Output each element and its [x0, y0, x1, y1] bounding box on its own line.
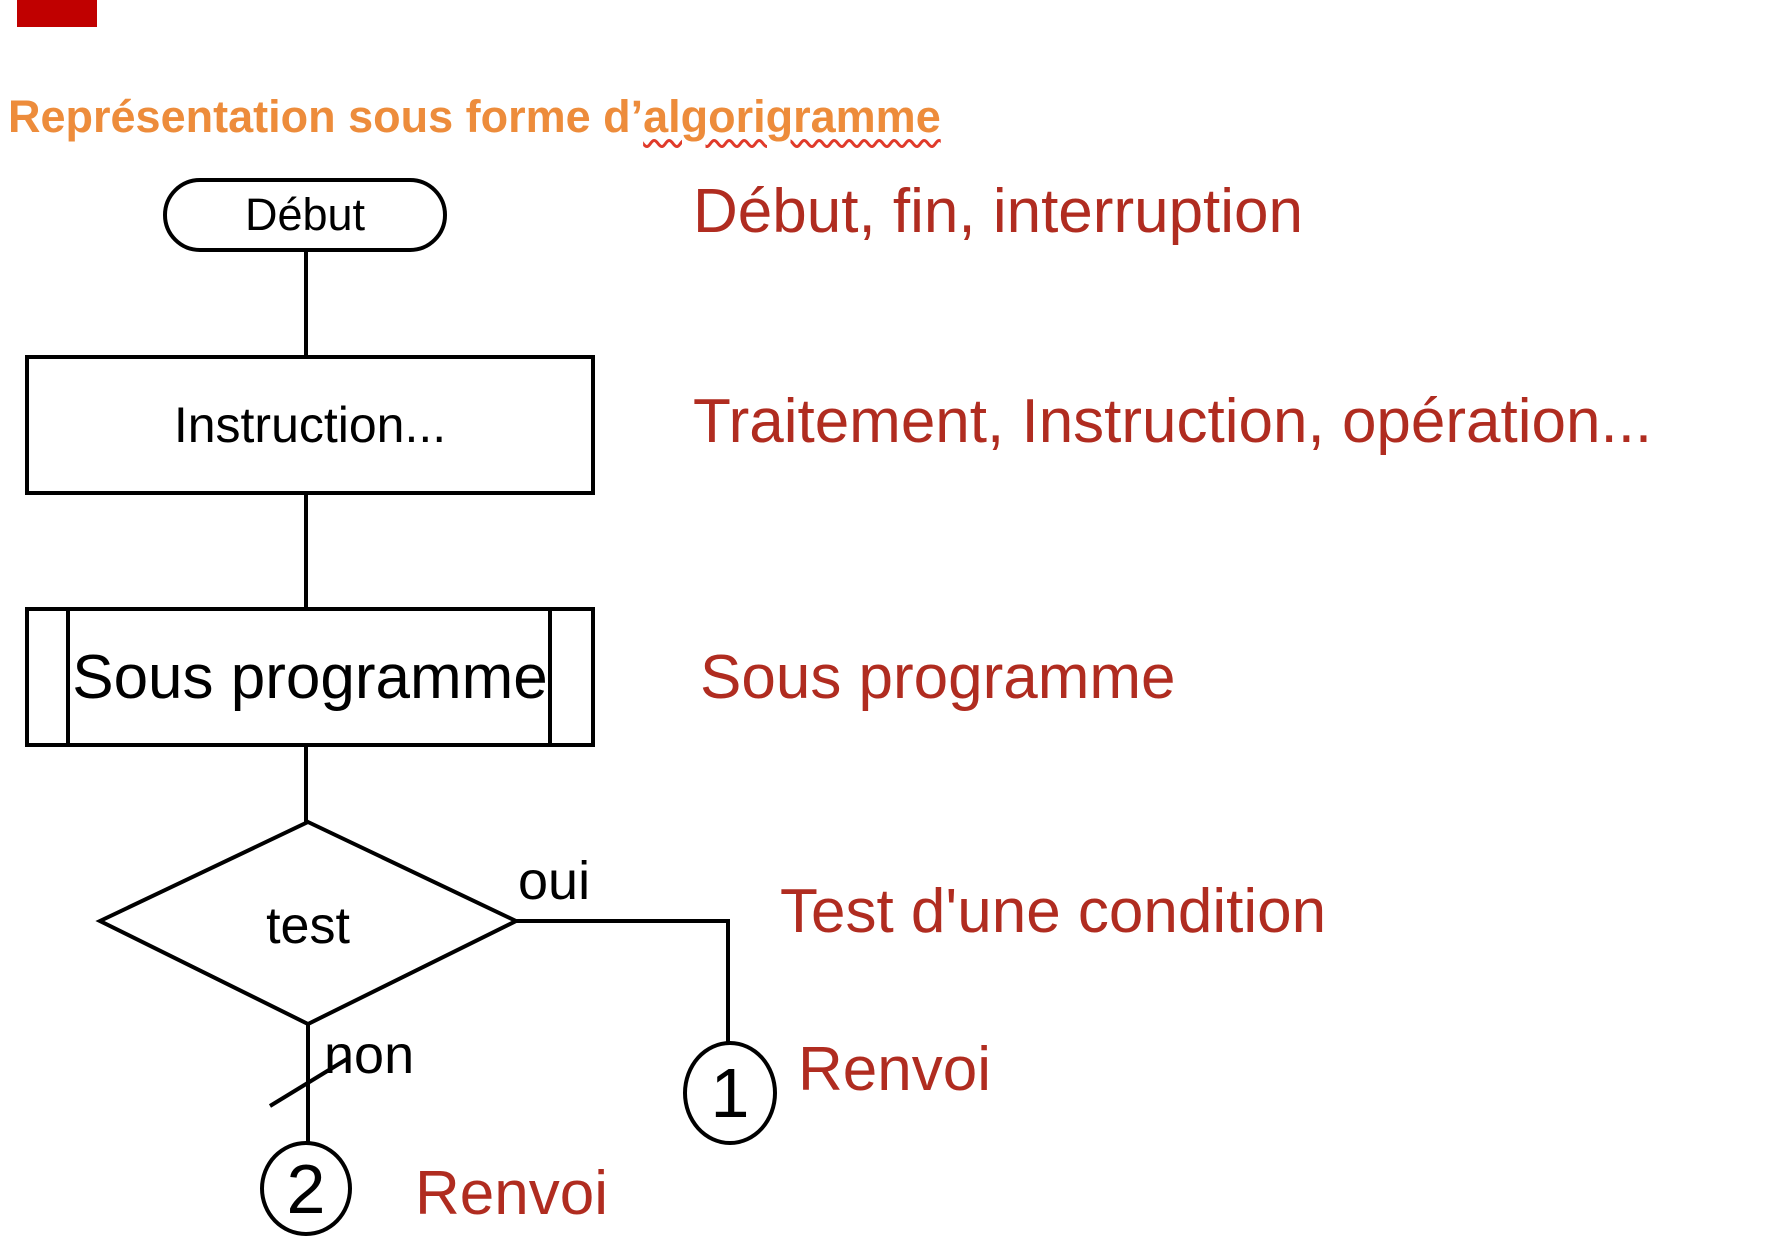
- subroutine-node: Sous programme: [25, 607, 595, 747]
- branch-label-non: non: [324, 1025, 415, 1085]
- terminal-node: Début: [163, 178, 447, 252]
- legend-renvoi-2: Renvoi: [415, 1159, 608, 1228]
- process-node: Instruction...: [25, 355, 595, 495]
- legend-terminal: Début, fin, interruption: [693, 177, 1304, 246]
- connector-2-number: 2: [286, 1149, 326, 1228]
- misspelled-word: algorigramme: [643, 91, 941, 142]
- page-title-text: Représentation sous forme d’: [8, 91, 644, 142]
- legend-process: Traitement, Instruction, opération...: [693, 387, 1653, 456]
- subroutine-left-bar: [66, 611, 70, 743]
- subroutine-right-bar: [548, 611, 552, 743]
- legend-renvoi-1: Renvoi: [798, 1035, 991, 1104]
- non-branch-slash: [268, 1057, 349, 1108]
- subroutine-label: Sous programme: [72, 642, 548, 712]
- branch-oui-line: [516, 919, 730, 1042]
- connector-circle-2: 2: [260, 1141, 352, 1236]
- corner-accent-bar: [17, 0, 97, 27]
- branch-label-oui: oui: [518, 851, 591, 911]
- decision-label: test: [266, 897, 350, 955]
- connector-circle-1: 1: [683, 1041, 777, 1145]
- page-title: Représentation sous forme d’algorigramme: [8, 92, 941, 142]
- process-label: Instruction...: [173, 397, 447, 453]
- legend-subroutine: Sous programme: [700, 643, 1176, 712]
- connector-1-number: 1: [710, 1054, 750, 1132]
- terminal-label: Début: [244, 189, 366, 240]
- decision-shape: [95, 819, 521, 1027]
- legend-decision: Test d'une condition: [780, 877, 1327, 946]
